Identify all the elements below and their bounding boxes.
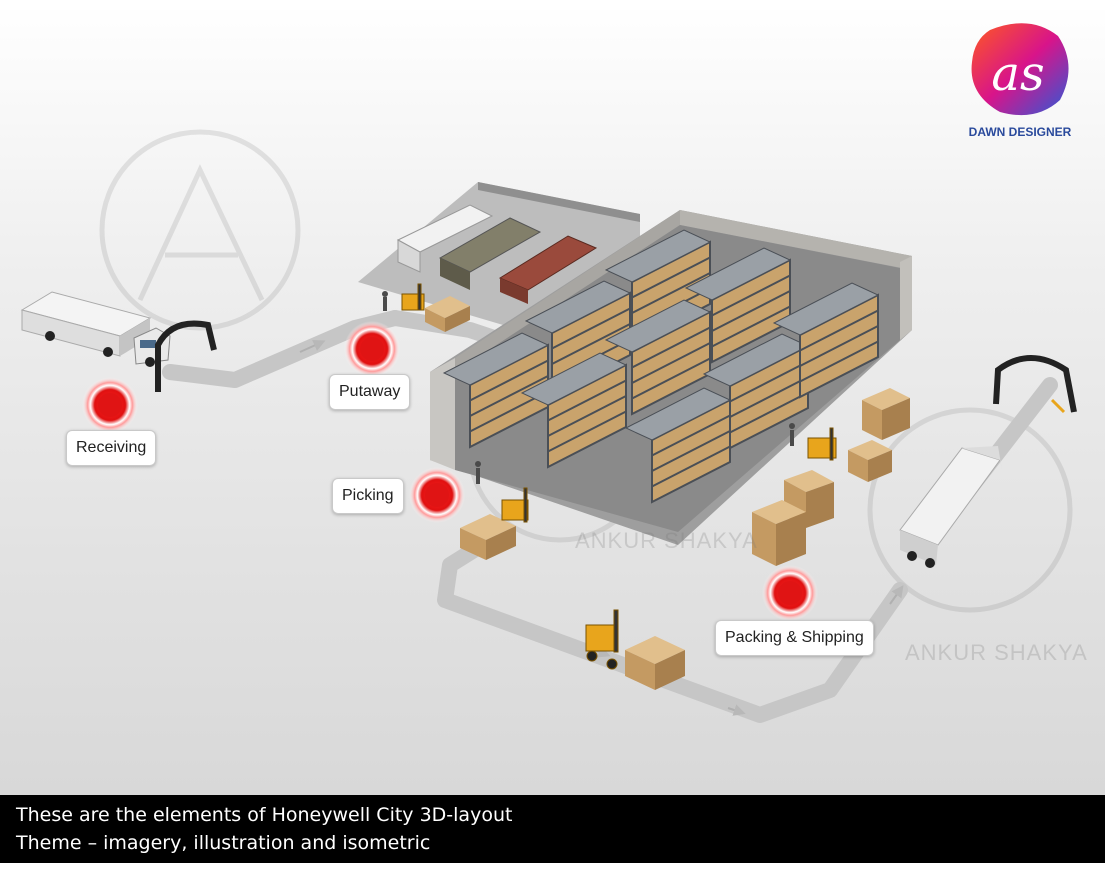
caption-bar: These are the elements of Honeywell City… bbox=[0, 795, 1105, 863]
outgoing-truck bbox=[899, 355, 1077, 568]
stage-label-receiving: Receiving bbox=[66, 430, 157, 466]
picking-marker bbox=[409, 467, 465, 523]
parked-trailers bbox=[396, 204, 598, 304]
caption-line-2: Theme – imagery, illustration and isomet… bbox=[16, 832, 431, 854]
shelving-racks bbox=[442, 229, 880, 504]
incoming-truck bbox=[20, 291, 217, 392]
putaway-marker bbox=[344, 321, 400, 377]
forklifts bbox=[401, 283, 837, 670]
packing-shipping-marker bbox=[762, 565, 818, 621]
brand-logo-letters: as bbox=[991, 46, 1044, 102]
receiving-marker bbox=[82, 377, 138, 433]
stage-label-picking: Picking bbox=[332, 478, 404, 514]
station-markers bbox=[82, 321, 818, 621]
watermark-text: ANKUR SHAKYA bbox=[575, 528, 758, 553]
stage-label-putaway: Putaway bbox=[329, 374, 411, 410]
brand-logo: as bbox=[971, 23, 1069, 116]
brand-name: DAWN DESIGNER bbox=[968, 125, 1072, 139]
workers bbox=[382, 291, 795, 484]
caption-line-1: These are the elements of Honeywell City… bbox=[16, 804, 513, 826]
stage-label-packing-shipping: Packing & Shipping bbox=[715, 620, 874, 656]
watermark-text: ANKUR SHAKYA bbox=[905, 640, 1088, 665]
cargo-boxes bbox=[425, 296, 910, 690]
